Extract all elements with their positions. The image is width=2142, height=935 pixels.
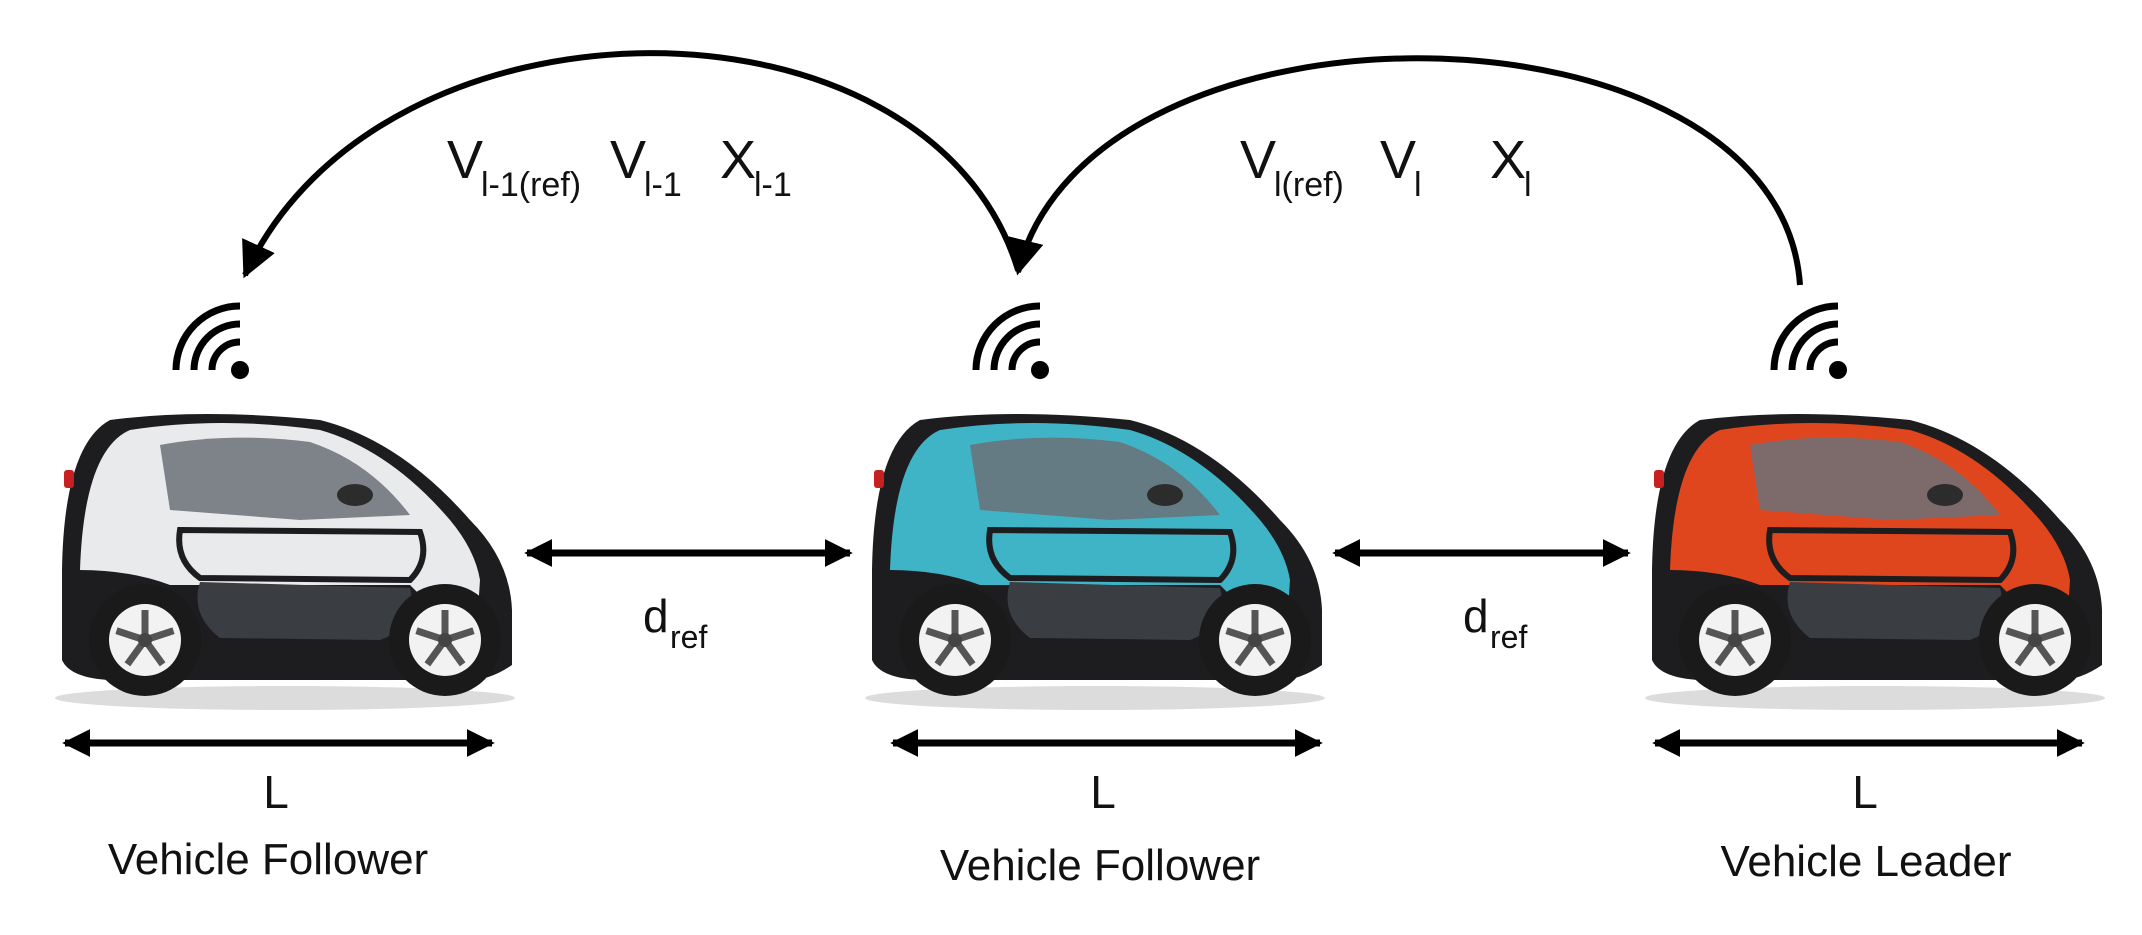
car-door	[1766, 526, 2017, 584]
x-symbol: X	[720, 130, 756, 190]
vehicle-caption: Vehicle Follower	[108, 835, 428, 884]
length-label: L	[263, 766, 289, 818]
car-shadow	[55, 686, 515, 710]
gap-label: d ref	[1463, 590, 1527, 655]
tail-light	[64, 470, 74, 488]
x-subscript: l	[1524, 166, 1532, 204]
v-ref-symbol: V	[447, 130, 483, 190]
vehicle-leader-car	[1645, 414, 2105, 710]
gap-symbol: d	[1463, 590, 1489, 642]
v-ref-subscript: l(ref)	[1274, 166, 1344, 204]
wheel-hub	[138, 633, 152, 647]
car-lower-cabin	[1787, 582, 2002, 640]
vehicle-follower-car	[55, 414, 515, 710]
comm-arc-left	[242, 50, 1021, 279]
gap-label: d ref	[643, 590, 707, 655]
car-door	[986, 526, 1237, 584]
v-symbol: V	[1380, 130, 1416, 190]
wifi-icon	[1770, 302, 1847, 379]
vehicle-caption: Vehicle Leader	[1720, 837, 2011, 886]
length-label: L	[1090, 766, 1116, 818]
v-symbol: V	[610, 130, 646, 190]
wheel-hub	[1728, 633, 1742, 647]
wifi-icon	[172, 302, 249, 379]
car-lower-cabin	[1007, 582, 1222, 640]
x-subscript: l-1	[754, 166, 792, 204]
link-label-left: V l-1(ref) V l-1 X l-1	[447, 130, 792, 204]
vehicle-follower-car	[865, 414, 1325, 710]
tail-light	[1654, 470, 1664, 488]
car-shadow	[1645, 686, 2105, 710]
gap-subscript: ref	[1490, 619, 1527, 655]
car-mirror	[337, 484, 373, 506]
v-ref-symbol: V	[1240, 130, 1276, 190]
vehicle-caption: Vehicle Follower	[940, 841, 1260, 890]
v-ref-subscript: l-1(ref)	[481, 166, 581, 204]
link-label-right: V l(ref) V l X l	[1240, 130, 1532, 204]
gap-symbol: d	[643, 590, 669, 642]
gap-subscript: ref	[670, 619, 707, 655]
v-subscript: l-1	[644, 166, 682, 204]
comm-arc-right	[1008, 55, 1803, 286]
length-label: L	[1852, 766, 1878, 818]
car-mirror	[1147, 484, 1183, 506]
wheel-hub	[948, 633, 962, 647]
car-mirror	[1927, 484, 1963, 506]
wheel-hub	[438, 633, 452, 647]
wheel-hub	[2028, 633, 2042, 647]
car-shadow	[865, 686, 1325, 710]
car-lower-cabin	[197, 582, 412, 640]
tail-light	[874, 470, 884, 488]
car-door	[176, 526, 427, 584]
x-symbol: X	[1490, 130, 1526, 190]
v-subscript: l	[1414, 166, 1422, 204]
wheel-hub	[1248, 633, 1262, 647]
wifi-icon	[972, 302, 1049, 379]
